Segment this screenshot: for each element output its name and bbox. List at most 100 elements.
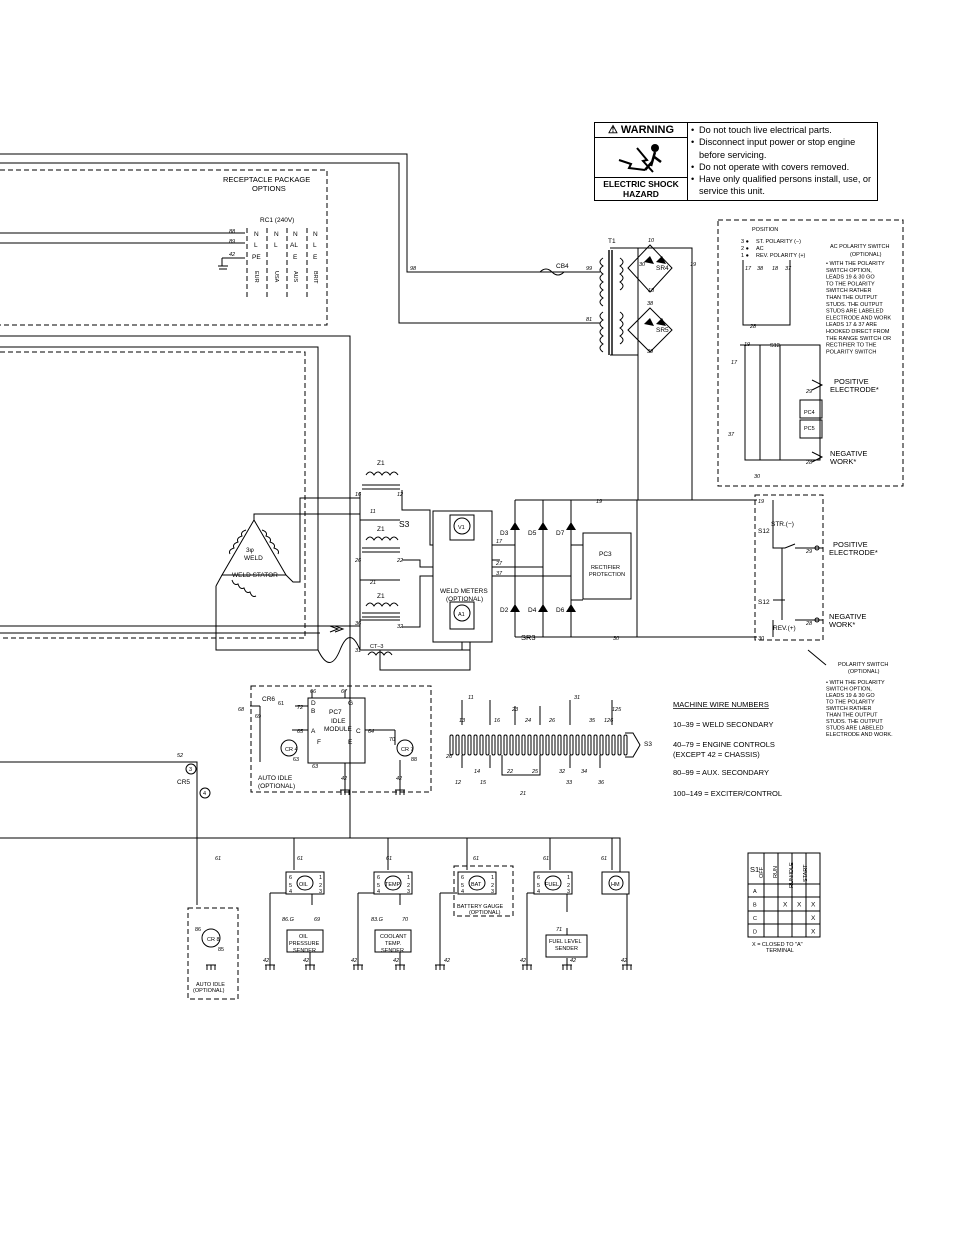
- lead-label: 21: [369, 580, 376, 586]
- note-line: SWITCH RATHER: [826, 288, 871, 294]
- s1-cell: X: [797, 902, 802, 909]
- wire-number-row: 100–149 = EXCITER/CONTROL: [673, 789, 782, 798]
- note-line: STUDS ARE LABELED: [826, 726, 883, 732]
- sr5-label: SR5: [656, 327, 669, 334]
- column-label: USA: [273, 271, 279, 283]
- s1-note: X = CLOSED TO "A": [752, 942, 803, 948]
- sender-label: SENDER: [381, 948, 404, 954]
- warning-item: Do not operate with covers removed.: [691, 161, 875, 174]
- lead-label: 28: [805, 621, 813, 627]
- z1-label: Z1: [377, 593, 385, 600]
- note-line: STUDS. THE OUTPUT: [826, 302, 883, 308]
- strip-label: 33: [566, 780, 573, 786]
- labels: RECEPTACLE PACKAGE OPTIONS RC1 (240V) 88…: [177, 175, 893, 994]
- strip-label: 31: [574, 695, 580, 701]
- strip-label: 12: [455, 780, 461, 786]
- strip-tooth: [491, 734, 496, 756]
- circuit-breaker-cb4: [539, 268, 565, 276]
- strip-tooth: [497, 734, 502, 756]
- lead-label: 36: [355, 621, 362, 627]
- position-1-label: REV. POLARITY (+): [756, 253, 806, 259]
- position-label: POSITION: [752, 227, 778, 233]
- ammeter-a1-icon: [453, 604, 471, 622]
- lead-label: 19: [596, 499, 602, 505]
- lead-label: 19: [744, 342, 750, 348]
- s1-column: RUN/IDLE: [789, 862, 795, 888]
- pin-label: 5: [289, 883, 292, 889]
- wire-numbers-title: MACHINE WIRE NUMBERS: [673, 700, 769, 709]
- lead-label: 69: [255, 714, 261, 720]
- note-line: POLARITY SWITCH: [826, 349, 876, 355]
- pin-label: 2: [407, 883, 410, 889]
- optional-label: (OPTIONAL): [446, 596, 483, 603]
- lead-label: 65: [297, 729, 304, 735]
- strip-tooth: [539, 734, 544, 756]
- pin-label: 1: [319, 875, 322, 881]
- terminal-label: 3: [189, 767, 192, 773]
- warning-item: Do not touch live electrical parts.: [691, 124, 875, 137]
- pin-label: 3: [491, 889, 494, 895]
- terminal-strip-teeth: [449, 732, 641, 758]
- lead-label: 42: [351, 958, 357, 964]
- lead-label: 16: [355, 492, 362, 498]
- lead-label: 22: [396, 558, 403, 564]
- diode-label: D7: [556, 530, 565, 537]
- battery-gauge: [457, 871, 497, 895]
- lead-label: 31: [355, 648, 361, 654]
- s3-label: S3: [399, 519, 410, 529]
- ac-polarity-title: AC POLARITY SWITCH: [830, 244, 890, 250]
- lead-label: 72: [297, 705, 303, 711]
- strip-tooth: [617, 734, 622, 756]
- wires: [0, 153, 904, 1000]
- pc4-label: PC4: [804, 410, 815, 416]
- lead-label: 19: [758, 499, 764, 505]
- pin-label: 5: [377, 883, 380, 889]
- lead-label: 68: [238, 707, 245, 713]
- work-label: WORK*: [829, 620, 855, 629]
- diode-label: D5: [528, 530, 537, 537]
- pc3-sub-label: RECTIFIER: [591, 565, 620, 571]
- lead-label: 86: [195, 927, 201, 933]
- lead-label: 29: [805, 549, 812, 555]
- s1-cell: X: [811, 929, 816, 936]
- note-line: SWITCH RATHER: [826, 706, 871, 712]
- lead-label: 30: [758, 636, 765, 642]
- strip-tooth: [611, 734, 616, 756]
- stator-phase-label: 3φ: [246, 547, 254, 554]
- strip-tooth: [473, 734, 478, 756]
- strip-tooth: [515, 734, 520, 756]
- lead-label: 99: [586, 266, 592, 272]
- positive-stud-upper: [811, 379, 824, 391]
- lead-label: 26: [354, 558, 362, 564]
- pin-label: F: [317, 739, 321, 746]
- lead-label: 17: [745, 266, 752, 272]
- strip-label: 13: [459, 718, 466, 724]
- strip-label: 125: [612, 707, 622, 713]
- rev-label: REV.(+): [773, 625, 796, 632]
- diode-label: D6: [556, 607, 565, 614]
- lead-label: 85: [218, 947, 224, 953]
- rectifier-protection-pc3: [582, 532, 632, 600]
- strip-label: 24: [524, 718, 531, 724]
- note-line: HOOKED DIRECT FROM: [826, 329, 890, 335]
- lead-label: 38: [757, 266, 764, 272]
- pin-label: 5: [461, 883, 464, 889]
- ground-symbol: [305, 964, 315, 970]
- hour-meter: [601, 871, 630, 895]
- relay-cr7-icon: [396, 739, 414, 757]
- strip-tooth: [467, 734, 472, 756]
- optional-label: (OPTIONAL): [193, 988, 225, 994]
- coil-ct3: [367, 651, 393, 656]
- strip-bracket: [625, 732, 641, 758]
- note-line: LEADS 19 & 30 GO: [826, 275, 875, 281]
- cr5-label: CR5: [177, 779, 190, 786]
- pin-label: AL: [290, 242, 298, 249]
- strip-label: 34: [581, 769, 587, 775]
- ac-polarity-subtitle: (OPTIONAL): [850, 252, 882, 258]
- coolant-temp-sender: [374, 929, 412, 953]
- pin-label: N: [254, 231, 259, 238]
- strip-tooth: [569, 734, 574, 756]
- strip-tooth: [545, 734, 550, 756]
- lead-label: 52: [177, 753, 183, 759]
- pc5-label: PC5: [804, 426, 815, 432]
